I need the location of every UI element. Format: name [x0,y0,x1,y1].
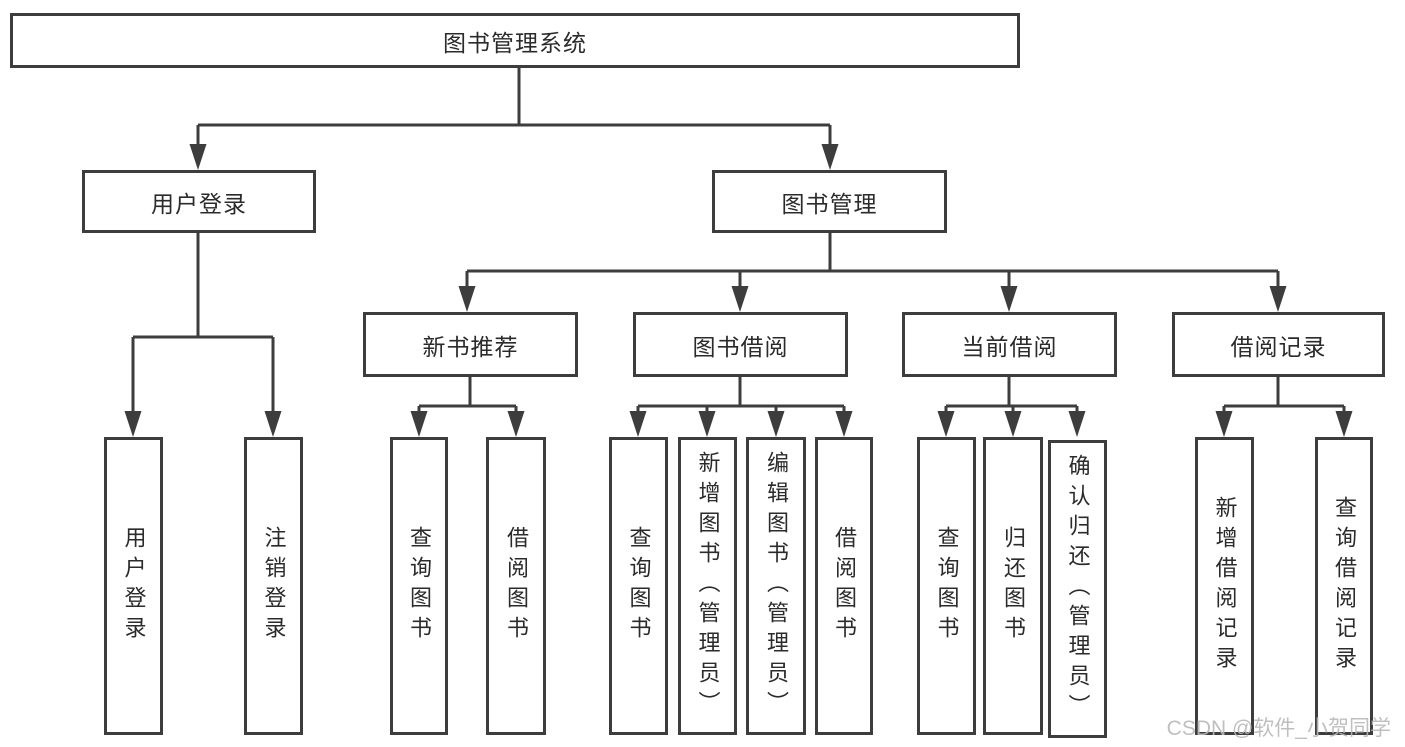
leaf-edit-book-admin: 编辑图书（管理员） [746,437,806,735]
node-current-borrowing: 当前借阅 [902,312,1117,377]
node-label: 借阅记录 [1230,333,1327,360]
node-book-borrowing: 图书借阅 [633,312,848,377]
watermark: CSDN @软件_小贺同学 [1166,717,1391,740]
node-label: 用户登录 [151,190,247,217]
leaf-label: 用户登录 [121,526,147,646]
node-user-login: 用户登录 [82,170,316,233]
leaf-add-borrow-record: 新增借阅记录 [1195,437,1254,735]
leaf-confirm-return-admin: 确认归还（管理员） [1048,440,1107,738]
node-label: 新书推荐 [422,333,519,360]
node-book-management: 图书管理 [712,170,947,233]
leaf-label: 查询借阅记录 [1332,496,1357,676]
leaf-label: 借阅图书 [504,526,529,646]
leaf-label: 查询图书 [934,526,960,646]
leaf-logout: 注销登录 [244,437,303,735]
leaf-label: 注销登录 [261,526,287,646]
leaf-query-borrow-record: 查询借阅记录 [1315,437,1373,735]
node-borrowing-records: 借阅记录 [1172,312,1385,377]
leaf-add-book-admin: 新增图书（管理员） [678,437,737,735]
node-label: 图书管理 [781,190,878,217]
leaf-label: 查询图书 [407,526,432,646]
leaf-label: 借阅图书 [832,526,857,646]
leaf-user-login: 用户登录 [104,437,163,735]
leaf-label: 编辑图书（管理员） [764,451,789,721]
node-label: 当前借阅 [961,333,1058,360]
leaf-label: 查询图书 [626,526,652,646]
leaf-label: 新增图书（管理员） [695,451,721,721]
node-label: 图书借阅 [692,333,789,360]
leaf-label: 归还图书 [1001,526,1026,646]
node-new-book-recommend: 新书推荐 [363,312,578,377]
leaf-query-books-current: 查询图书 [917,437,976,735]
leaf-label: 确认归还（管理员） [1065,454,1091,724]
leaf-return-book: 归还图书 [983,437,1043,735]
leaf-query-books-borrowing: 查询图书 [609,437,668,735]
node-library-system: 图书管理系统 [10,13,1020,68]
leaf-query-books-recommend: 查询图书 [390,437,448,735]
leaf-borrow-books-recommend: 借阅图书 [486,437,546,735]
leaf-borrow-books-borrowing: 借阅图书 [815,437,873,735]
leaf-label: 新增借阅记录 [1212,496,1238,676]
node-label: 图书管理系统 [443,29,587,56]
